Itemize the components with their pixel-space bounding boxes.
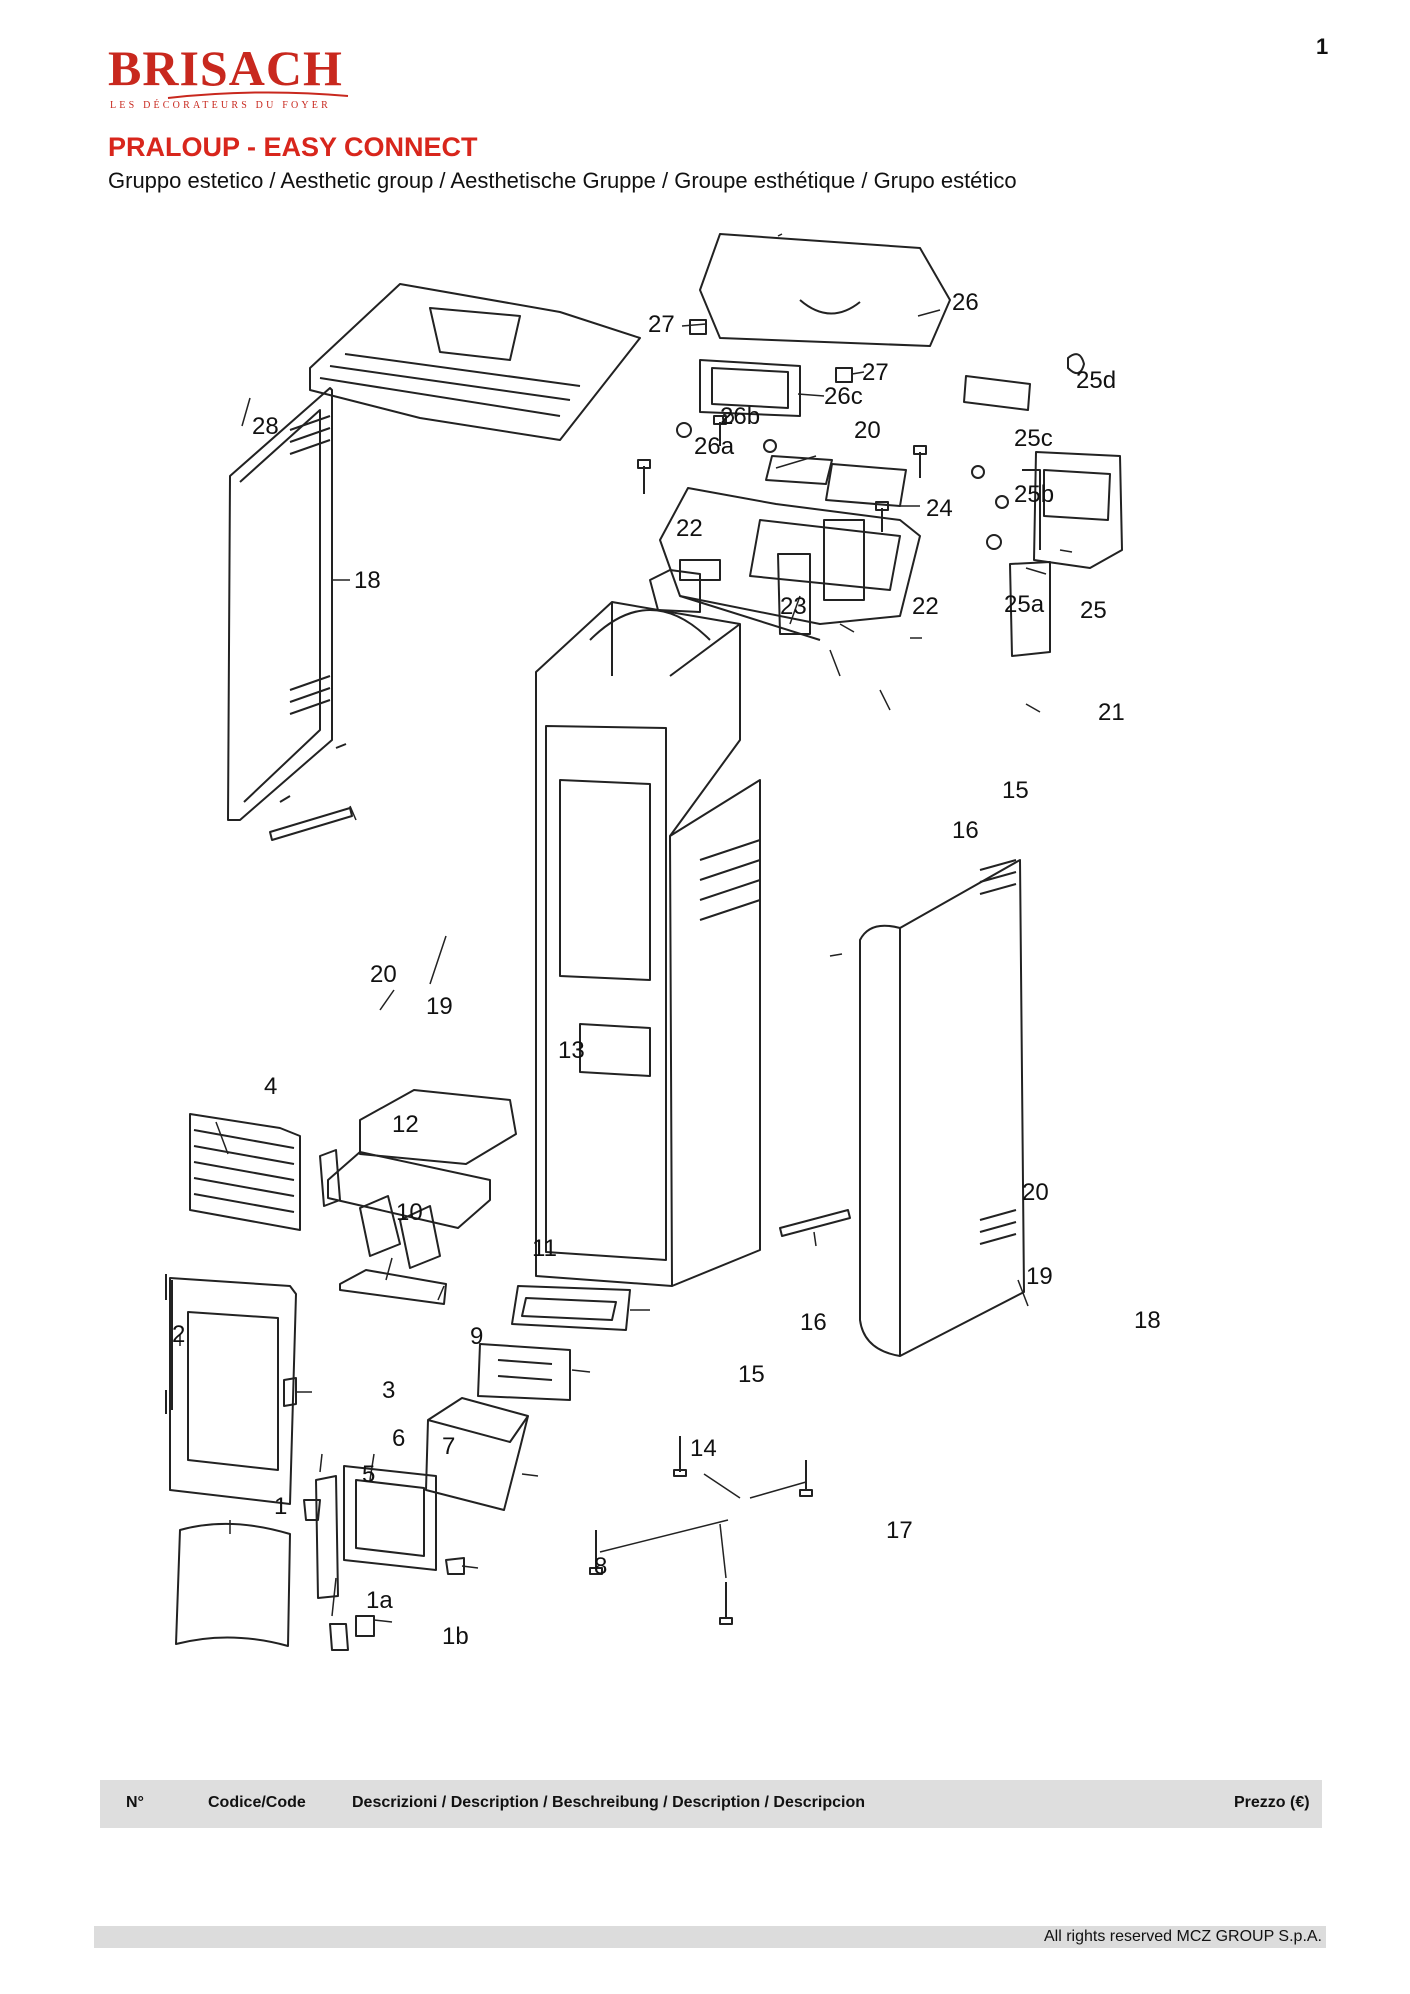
logo-swoosh-icon bbox=[167, 91, 349, 99]
spacer-part bbox=[637, 459, 651, 494]
column-header-code: Codice/Code bbox=[208, 1794, 306, 1811]
support-frame-part bbox=[319, 1149, 491, 1269]
part-label: 20 bbox=[854, 417, 881, 444]
part-label: 18 bbox=[1134, 1307, 1161, 1334]
bar-part bbox=[339, 1269, 447, 1305]
control-panel-part bbox=[963, 375, 1031, 411]
page-number: 1 bbox=[1316, 34, 1329, 59]
column-header-price: Prezzo (€) bbox=[1234, 1794, 1310, 1811]
part-label: 12 bbox=[392, 1111, 419, 1138]
latch-bar-part bbox=[315, 1475, 339, 1599]
pellet-box-part bbox=[425, 1397, 529, 1511]
clip-part bbox=[835, 367, 853, 383]
right-side-panel-part bbox=[859, 859, 1025, 1357]
part-label: 26 bbox=[952, 289, 979, 316]
part-label: 19 bbox=[426, 993, 453, 1020]
document-subtitle: Gruppo estetico / Aesthetic group / Aest… bbox=[108, 168, 1017, 193]
gasket-part bbox=[699, 359, 801, 417]
part-label: 20 bbox=[1022, 1179, 1049, 1206]
part-label: 14 bbox=[690, 1435, 717, 1462]
clip-part bbox=[689, 319, 707, 335]
gasket-plate-part bbox=[511, 1285, 631, 1331]
part-label: 27 bbox=[862, 359, 889, 386]
part-label: 25b bbox=[1014, 481, 1054, 508]
cover-plate-part bbox=[823, 519, 865, 601]
logo-tagline: LES DÉCORATEURS DU FOYER bbox=[110, 100, 331, 111]
feet-part bbox=[589, 1436, 813, 1625]
part-label: 4 bbox=[264, 1073, 277, 1100]
part-label: 21 bbox=[1098, 699, 1125, 726]
part-label: 24 bbox=[926, 495, 953, 522]
part-label: 7 bbox=[442, 1433, 455, 1460]
inner-door-part bbox=[343, 1465, 437, 1571]
part-label: 16 bbox=[800, 1309, 827, 1336]
part-label: 9 bbox=[470, 1323, 483, 1350]
part-label: 28 bbox=[252, 413, 279, 440]
part-label: 25c bbox=[1014, 425, 1053, 452]
left-side-panel-part bbox=[227, 387, 333, 821]
part-label: 1 bbox=[274, 1493, 287, 1520]
part-label: 26c bbox=[824, 383, 863, 410]
control-box-part bbox=[1022, 451, 1123, 569]
strip-part bbox=[1009, 561, 1051, 657]
ash-plate-part bbox=[359, 1089, 517, 1165]
part-label: 18 bbox=[354, 567, 381, 594]
part-label: 2 bbox=[172, 1321, 185, 1348]
part-label: 25 bbox=[1080, 597, 1107, 624]
upper-frame-part bbox=[659, 487, 921, 641]
part-label: 3 bbox=[382, 1377, 395, 1404]
exploded-parts-diagram: 26 27 27 26c 26b 26a 20 28 25d 25c 25b 2… bbox=[165, 233, 1161, 1651]
part-label: 1b bbox=[442, 1623, 469, 1650]
document-title: PRALOUP - EASY CONNECT bbox=[108, 132, 478, 162]
base-plate-part bbox=[477, 1343, 571, 1401]
part-label: 1a bbox=[366, 1587, 393, 1614]
part-label: 15 bbox=[738, 1361, 765, 1388]
part-label: 20 bbox=[370, 961, 397, 988]
part-label: 10 bbox=[396, 1199, 423, 1226]
part-label: 22 bbox=[912, 593, 939, 620]
part-label: 23 bbox=[780, 593, 807, 620]
top-grille-part bbox=[309, 283, 641, 441]
part-label: 25d bbox=[1076, 367, 1116, 394]
hinge-part bbox=[165, 1274, 173, 1414]
handle-part bbox=[283, 1377, 297, 1407]
part-label: 6 bbox=[392, 1425, 405, 1452]
part-label: 8 bbox=[594, 1553, 607, 1580]
bottom-front-panel-part bbox=[175, 1522, 291, 1647]
part-label: 13 bbox=[558, 1037, 585, 1064]
part-label: 27 bbox=[648, 311, 675, 338]
top-cover-part bbox=[699, 233, 951, 347]
column-header-number: N° bbox=[126, 1794, 144, 1811]
parts-table-header: N° Codice/Code Descrizioni / Description… bbox=[100, 1780, 1322, 1828]
grille-plates-part bbox=[765, 455, 907, 507]
footer-bar: All rights reserved MCZ GROUP S.p.A. bbox=[94, 1926, 1326, 1948]
knob-part bbox=[1067, 353, 1085, 375]
column-header-description: Descrizioni / Description / Beschreibung… bbox=[352, 1794, 866, 1811]
part-label: 26b bbox=[720, 403, 760, 430]
part-label: 15 bbox=[1002, 777, 1029, 804]
part-label: 25a bbox=[1004, 591, 1045, 618]
part-label: 22 bbox=[676, 515, 703, 542]
front-door-part bbox=[169, 1277, 297, 1505]
copyright-text: All rights reserved MCZ GROUP S.p.A. bbox=[1044, 1928, 1322, 1945]
part-label: 19 bbox=[1026, 1263, 1053, 1290]
front-grille-part bbox=[189, 1113, 301, 1231]
bracket-part bbox=[779, 1209, 851, 1237]
brisach-logo: BRISACH LES DÉCORATEURS DU FOYER bbox=[108, 40, 368, 120]
part-label: 17 bbox=[886, 1517, 913, 1544]
part-label: 26a bbox=[694, 433, 735, 460]
stove-body-part bbox=[535, 559, 761, 1287]
part-label: 11 bbox=[532, 1235, 557, 1262]
part-label: 5 bbox=[362, 1461, 375, 1488]
bracket-part bbox=[269, 807, 353, 841]
part-label: 16 bbox=[952, 817, 979, 844]
logo-wordmark: BRISACH bbox=[108, 40, 343, 96]
